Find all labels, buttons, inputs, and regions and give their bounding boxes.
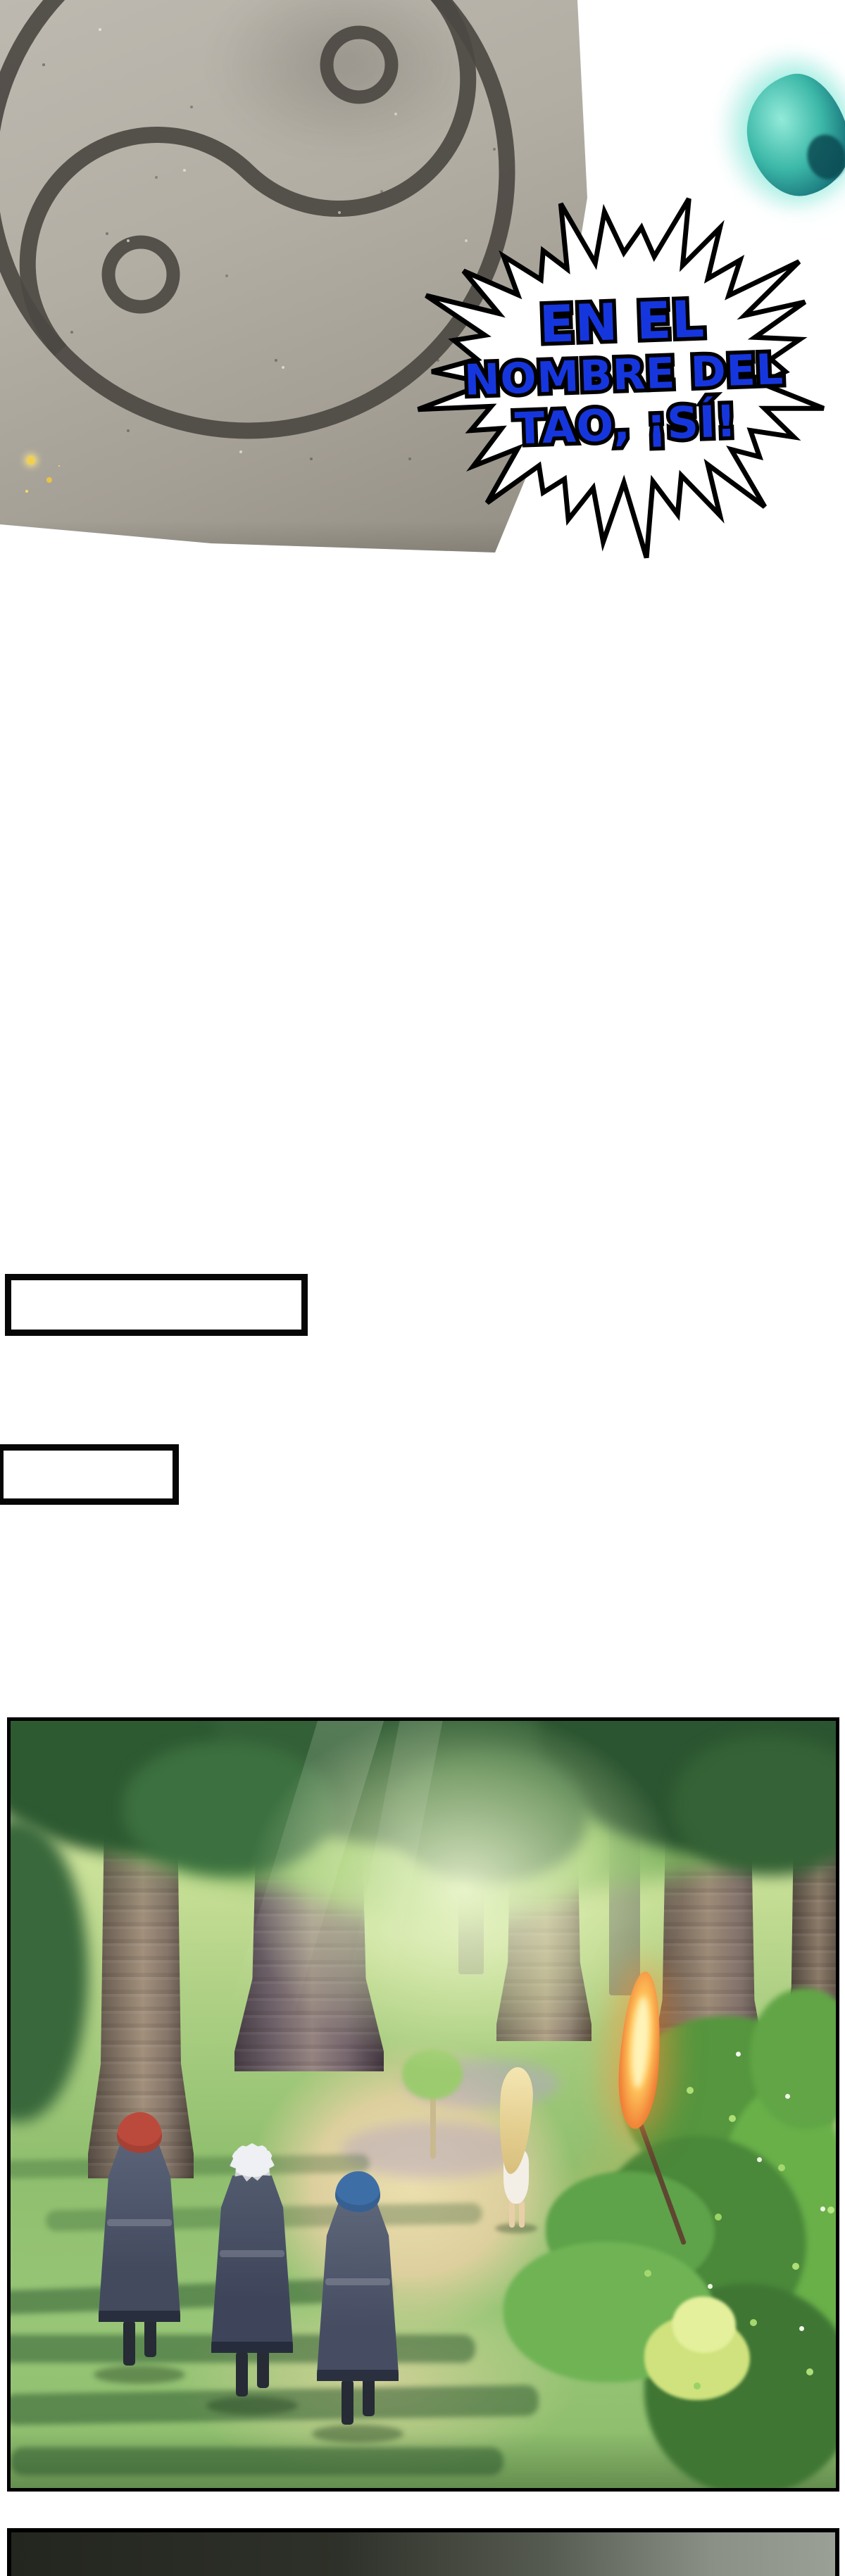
character-leg xyxy=(123,2321,135,2366)
character-leg xyxy=(144,2316,156,2357)
stone-speckles-dark xyxy=(42,63,45,66)
character-robe xyxy=(99,2145,180,2322)
character-shadow xyxy=(94,2366,185,2384)
character-shadow xyxy=(206,2397,298,2415)
yinyang-icon xyxy=(0,0,515,439)
character-shadow xyxy=(495,2223,537,2233)
speech-line-3: TAO, ¡SÍ!TAO, ¡SÍ! xyxy=(510,391,741,458)
character-white-hair xyxy=(206,2143,298,2425)
stone-shading xyxy=(211,0,479,155)
stone-slab xyxy=(0,0,587,553)
character-leg xyxy=(257,2347,269,2388)
panel-next-partial xyxy=(7,2528,839,2576)
stone-speckles-light xyxy=(99,28,101,31)
fern xyxy=(672,2297,736,2353)
character-hair-blue xyxy=(335,2171,380,2212)
character-robe xyxy=(211,2176,293,2353)
spear-shaft xyxy=(637,2121,687,2246)
sapling-foliage xyxy=(402,2049,463,2100)
flower-dots xyxy=(736,2052,741,2057)
character-hair-blonde xyxy=(496,2066,534,2176)
character-leg xyxy=(236,2351,248,2397)
narration-box-1 xyxy=(5,1274,308,1336)
narration-box-2 xyxy=(0,1444,179,1505)
flame-spear xyxy=(560,1970,715,2274)
character-leg xyxy=(342,2380,353,2425)
burst-bubble-outline xyxy=(417,197,825,559)
character-leg xyxy=(509,2201,515,2228)
spear-flame xyxy=(615,1970,665,2130)
panel-forest-scene xyxy=(7,1717,839,2492)
sparkle-dots xyxy=(27,456,35,465)
character-leg xyxy=(519,2201,525,2228)
character-blonde xyxy=(489,2066,542,2233)
bush-highlight-dots xyxy=(687,2087,694,2094)
character-blue-hair xyxy=(312,2171,403,2453)
character-leg xyxy=(363,2375,375,2416)
character-red-hair xyxy=(94,2112,185,2394)
character-hair-red xyxy=(117,2112,162,2153)
character-robe xyxy=(317,2204,399,2381)
side-foliage xyxy=(11,1819,88,2122)
character-shadow xyxy=(312,2425,403,2443)
